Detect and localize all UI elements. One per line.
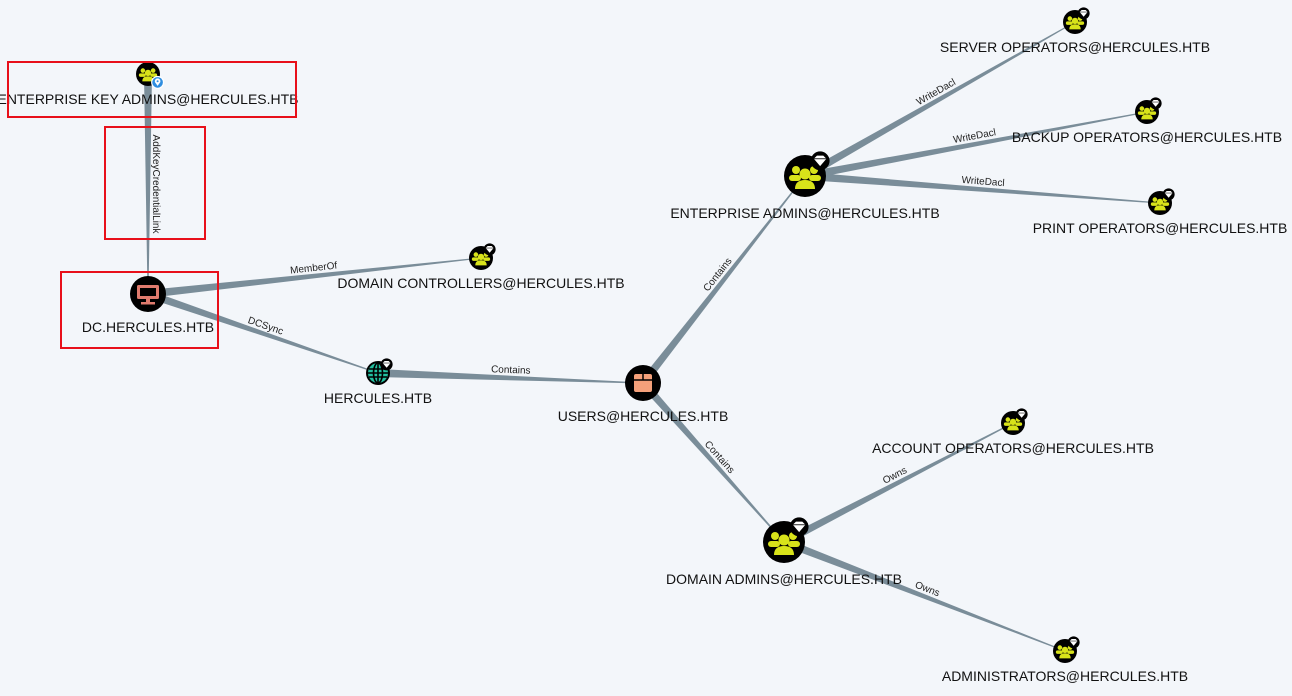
edge-da-ao[interactable] [782, 422, 1014, 546]
diamond-badge-icon [1015, 408, 1028, 421]
group-icon [789, 166, 821, 189]
node-users[interactable]: USERS@HERCULES.HTB [558, 365, 729, 424]
node-label: PRINT OPERATORS@HERCULES.HTB [1033, 220, 1288, 236]
diamond-badge-icon [1067, 636, 1080, 649]
edge-label: AddKeyCredentialLink [150, 135, 161, 235]
node-label: BACKUP OPERATORS@HERCULES.HTB [1012, 129, 1282, 145]
diamond-badge-icon [1162, 188, 1175, 201]
group-icon [1055, 645, 1075, 659]
node-dom[interactable]: HERCULES.HTB [324, 358, 432, 406]
node-bo[interactable]: BACKUP OPERATORS@HERCULES.HTB [1012, 97, 1282, 145]
highlight-box-eka [7, 61, 297, 118]
group-icon [1137, 106, 1157, 120]
edge-da-adm[interactable] [782, 538, 1066, 652]
diamond-badge-icon [810, 151, 830, 171]
edge-users-da[interactable] [640, 380, 785, 543]
node-label: DOMAIN CONTROLLERS@HERCULES.HTB [337, 275, 624, 291]
edge-dom-users[interactable] [377, 369, 644, 384]
node-da[interactable]: DOMAIN ADMINS@HERCULES.HTB [666, 517, 902, 587]
diamond-badge-icon [1149, 97, 1162, 110]
node-label: ADMINISTRATORS@HERCULES.HTB [942, 668, 1188, 684]
node-label: ENTERPRISE KEY ADMINS@HERCULES.HTB [0, 91, 299, 107]
node-label: USERS@HERCULES.HTB [558, 408, 729, 424]
diamond-badge-icon [789, 517, 809, 537]
highlight-box-dc [60, 271, 219, 349]
edge-eka-dc[interactable] [144, 74, 152, 294]
diamond-badge-icon [380, 358, 393, 371]
box-icon [634, 374, 652, 392]
group-icon [1150, 197, 1170, 211]
node-so[interactable]: SERVER OPERATORS@HERCULES.HTB [940, 7, 1210, 55]
highlight-box-edge [104, 126, 206, 240]
group-icon [1065, 16, 1085, 30]
node-adm[interactable]: ADMINISTRATORS@HERCULES.HTB [942, 636, 1188, 684]
edge-label: Contains [491, 364, 531, 376]
edges-layer [144, 21, 1161, 652]
node-label: ACCOUNT OPERATORS@HERCULES.HTB [872, 440, 1154, 456]
node-dc[interactable]: DC.HERCULES.HTB [82, 276, 214, 335]
node-po[interactable]: PRINT OPERATORS@HERCULES.HTB [1033, 188, 1288, 236]
nodes-layer: ENTERPRISE KEY ADMINS@HERCULES.HTB DC.HER… [0, 7, 1287, 684]
node-dcs[interactable]: DOMAIN CONTROLLERS@HERCULES.HTB [337, 243, 625, 291]
edge-ea-po[interactable] [804, 172, 1161, 204]
node-label: DOMAIN ADMINS@HERCULES.HTB [666, 571, 902, 587]
group-icon [768, 532, 800, 555]
node-label: ENTERPRISE ADMINS@HERCULES.HTB [670, 205, 939, 221]
node-eka[interactable]: ENTERPRISE KEY ADMINS@HERCULES.HTB [0, 62, 299, 107]
node-ao[interactable]: ACCOUNT OPERATORS@HERCULES.HTB [872, 408, 1154, 456]
edge-ea-bo[interactable] [804, 111, 1148, 180]
node-ea[interactable]: ENTERPRISE ADMINS@HERCULES.HTB [670, 151, 940, 221]
node-label: DC.HERCULES.HTB [82, 319, 214, 335]
edge-users-ea[interactable] [639, 175, 806, 386]
edge-label: MemberOf [290, 261, 338, 277]
edge-dc-dcs[interactable] [147, 257, 482, 298]
group-icon [471, 252, 491, 266]
group-icon [138, 68, 158, 82]
pin-badge-icon [151, 75, 165, 89]
edge-ea-so[interactable] [803, 21, 1076, 180]
edge-label: WriteDacl [961, 175, 1005, 189]
node-label: SERVER OPERATORS@HERCULES.HTB [940, 39, 1210, 55]
node-label: HERCULES.HTB [324, 390, 432, 406]
group-icon [1003, 417, 1023, 431]
edge-dc-dom[interactable] [146, 290, 379, 374]
computer-icon [137, 285, 159, 305]
diamond-badge-icon [483, 243, 496, 256]
diamond-badge-icon [1077, 7, 1090, 20]
